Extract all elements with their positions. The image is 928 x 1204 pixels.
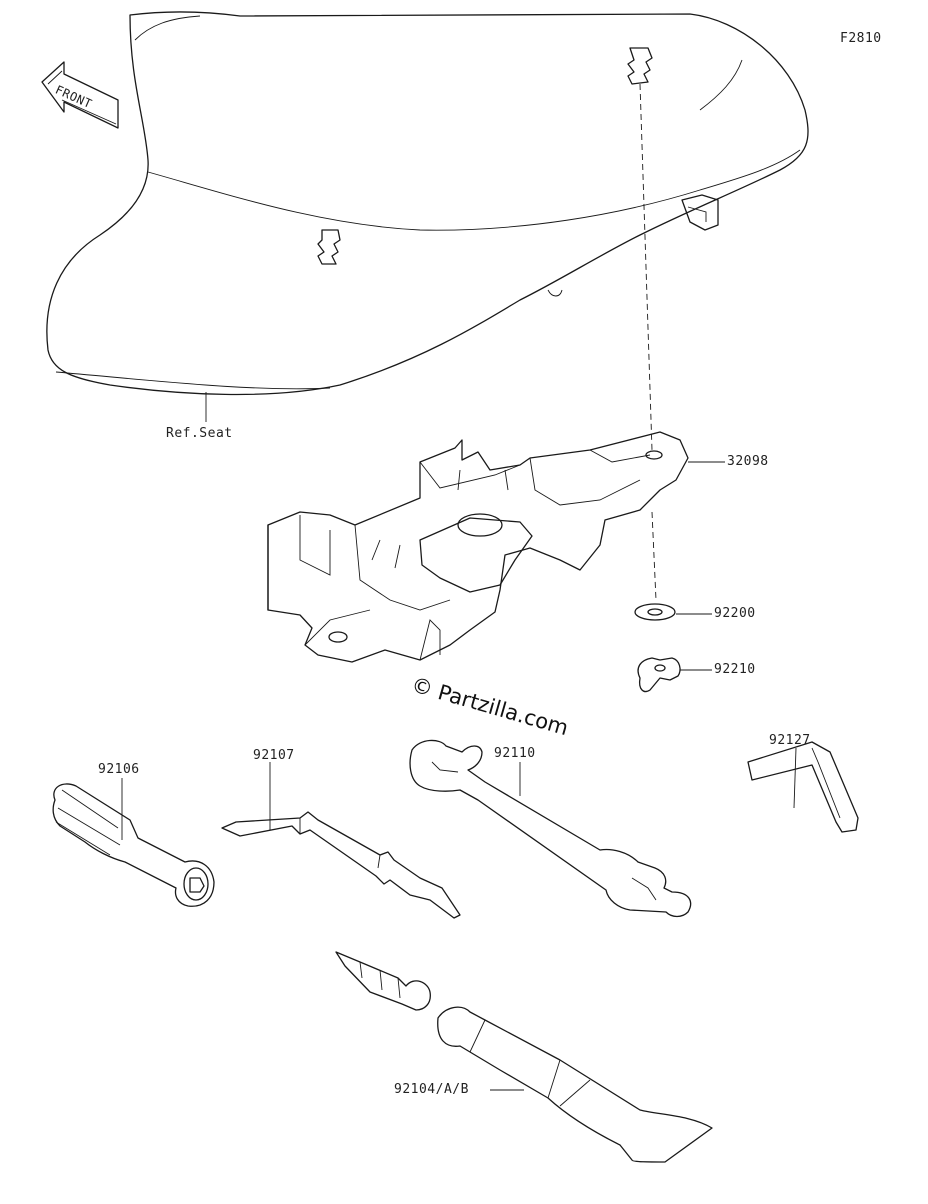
part-label-92210: 92210 (714, 662, 756, 677)
valve-tool-drawing (335, 951, 431, 1011)
seat-drawing (46, 11, 809, 601)
diagram-code: F2810 (840, 31, 882, 46)
wing-nut-drawing (637, 657, 681, 693)
seat-stud-rear (627, 47, 653, 85)
part-label-32098: 32098 (727, 454, 769, 469)
part-label-92127: 92127 (769, 733, 811, 748)
leader-lines (121, 461, 797, 1091)
washer-drawing (634, 603, 676, 621)
part-label-92110: 92110 (494, 746, 536, 761)
ref-seat-label: Ref.Seat (166, 426, 233, 441)
wrench-drawing (409, 739, 692, 918)
hex-key-drawing (747, 741, 859, 833)
part-label-92106: 92106 (98, 762, 140, 777)
front-arrow-icon (41, 61, 119, 129)
part-label-92104: 92104/A/B (394, 1082, 469, 1097)
tool-tray-bracket (267, 431, 689, 663)
tool-handle-drawing (52, 783, 215, 907)
part-label-92107: 92107 (253, 748, 295, 763)
seat-stud-front (317, 229, 341, 265)
screwdriver-drawing (221, 811, 461, 919)
grease-tube-drawing (437, 1006, 713, 1163)
part-label-92200: 92200 (714, 606, 756, 621)
